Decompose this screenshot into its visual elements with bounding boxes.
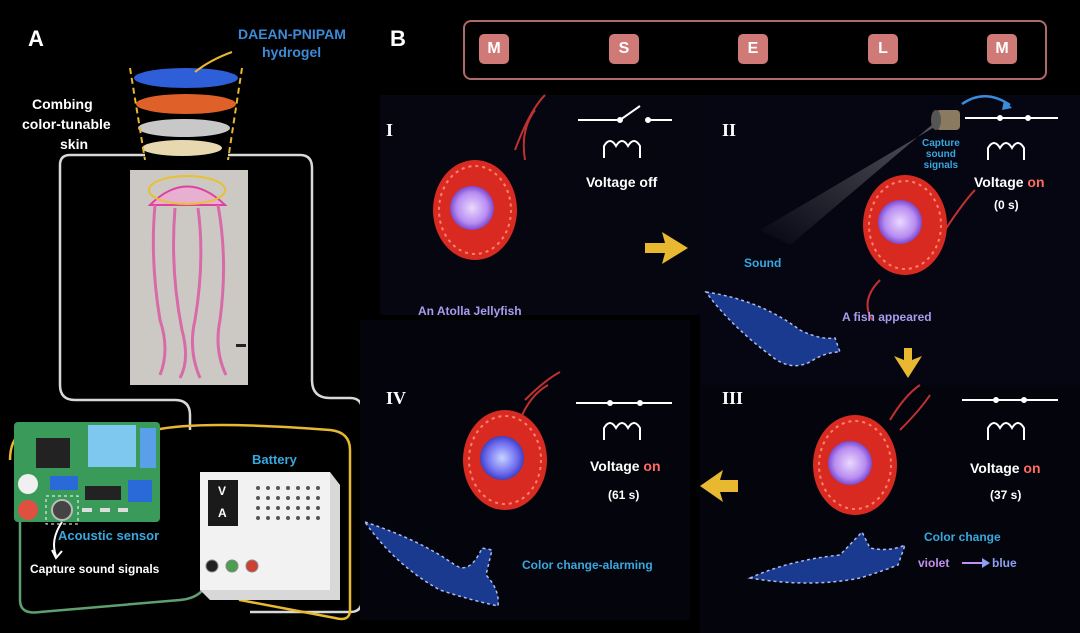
jellyfish-stage-i <box>433 94 546 260</box>
flow-node-s: S <box>609 34 639 64</box>
jellyfish-stage-iv <box>463 371 561 510</box>
hydrogel-label-line2: hydrogel <box>262 44 322 60</box>
flow-diagram: M S E L M <box>463 20 1047 80</box>
stage-iv-time: (61 s) <box>608 488 640 502</box>
switch-symbol-i <box>578 105 672 158</box>
skin-layers-illustration <box>129 51 243 161</box>
stage-iii-voltage-label: Voltage <box>970 460 1020 476</box>
jellyfish-photo <box>130 170 248 385</box>
battery-a-label: A <box>218 506 227 520</box>
stage-ii-time: (0 s) <box>994 198 1019 212</box>
panel-a-label: A <box>28 26 44 51</box>
stage-iv-caption: Color change-alarming <box>522 558 653 572</box>
stage-iii-numeral: III <box>722 388 744 408</box>
stage-ii-numeral: II <box>722 120 737 140</box>
stage-iv-voltage-state: on <box>643 458 661 474</box>
stage-i-bg <box>380 95 700 315</box>
stage-iii-voltage: Voltage on <box>970 460 1041 476</box>
stage-ii-caption: A fish appeared <box>842 310 932 324</box>
stage-iii-voltage-state: on <box>1023 460 1041 476</box>
stage-iv-voltage: Voltage on <box>590 458 661 474</box>
sound-label: Sound <box>744 256 782 270</box>
stage-ii-voltage: Voltage on <box>974 174 1045 190</box>
mic-caption-line2: sound <box>925 149 956 160</box>
fish-stage-iii <box>747 530 907 584</box>
from-color-label: violet <box>918 556 950 570</box>
to-color-label: blue <box>992 556 1017 570</box>
stage-iii-time: (37 s) <box>990 488 1022 502</box>
panel-b-label: B <box>390 26 406 51</box>
fish-stage-ii <box>704 290 842 367</box>
skin-label-line3: skin <box>60 136 89 152</box>
stage-ii-voltage-state: on <box>1027 174 1045 190</box>
mic-caption: Capture sound signals <box>922 138 960 171</box>
stage-iv-voltage-label: Voltage <box>590 458 640 474</box>
fish-stage-iv <box>363 520 499 607</box>
switch-symbol-ii <box>965 115 1058 160</box>
jellyfish-stage-iii <box>813 384 931 515</box>
flow-node-m-start: M <box>479 34 509 64</box>
acoustic-sensor-label: Acoustic sensor <box>58 528 160 543</box>
stage-ii-voltage-label: Voltage <box>974 174 1024 190</box>
battery-v-label: V <box>218 484 227 498</box>
stage-iii-bg <box>700 385 1080 633</box>
capture-sound-label: Capture sound signals <box>30 562 160 576</box>
hydrogel-label-line1: DAEAN-PNIPAM <box>238 26 346 42</box>
mic-caption-line3: signals <box>923 160 959 171</box>
skin-label-line2: color-tunable <box>22 116 111 132</box>
battery-label: Battery <box>252 452 297 467</box>
mic-caption-line1: Capture <box>922 138 960 149</box>
flow-node-l: L <box>868 34 898 64</box>
skin-label-line1: Combing <box>32 96 93 112</box>
switch-symbol-iv <box>576 400 672 440</box>
switch-symbol-iii <box>962 397 1058 440</box>
stage-i-caption: An Atolla Jellyfish <box>418 304 522 318</box>
stage-iv-numeral: IV <box>386 388 407 408</box>
acoustic-sensor-board <box>14 422 160 560</box>
jellyfish-stage-ii <box>863 175 976 321</box>
battery-illustration <box>200 472 340 600</box>
transition-arrows <box>645 232 922 502</box>
stage-iii-caption: Color change <box>924 530 1001 544</box>
stage-i-numeral: I <box>386 120 394 140</box>
flow-node-e: E <box>738 34 768 64</box>
sound-wave-icon <box>707 196 829 254</box>
violet-to-blue-arrow <box>962 558 990 568</box>
flow-node-m-end: M <box>987 34 1017 64</box>
stage-i-voltage: Voltage off <box>586 174 658 190</box>
